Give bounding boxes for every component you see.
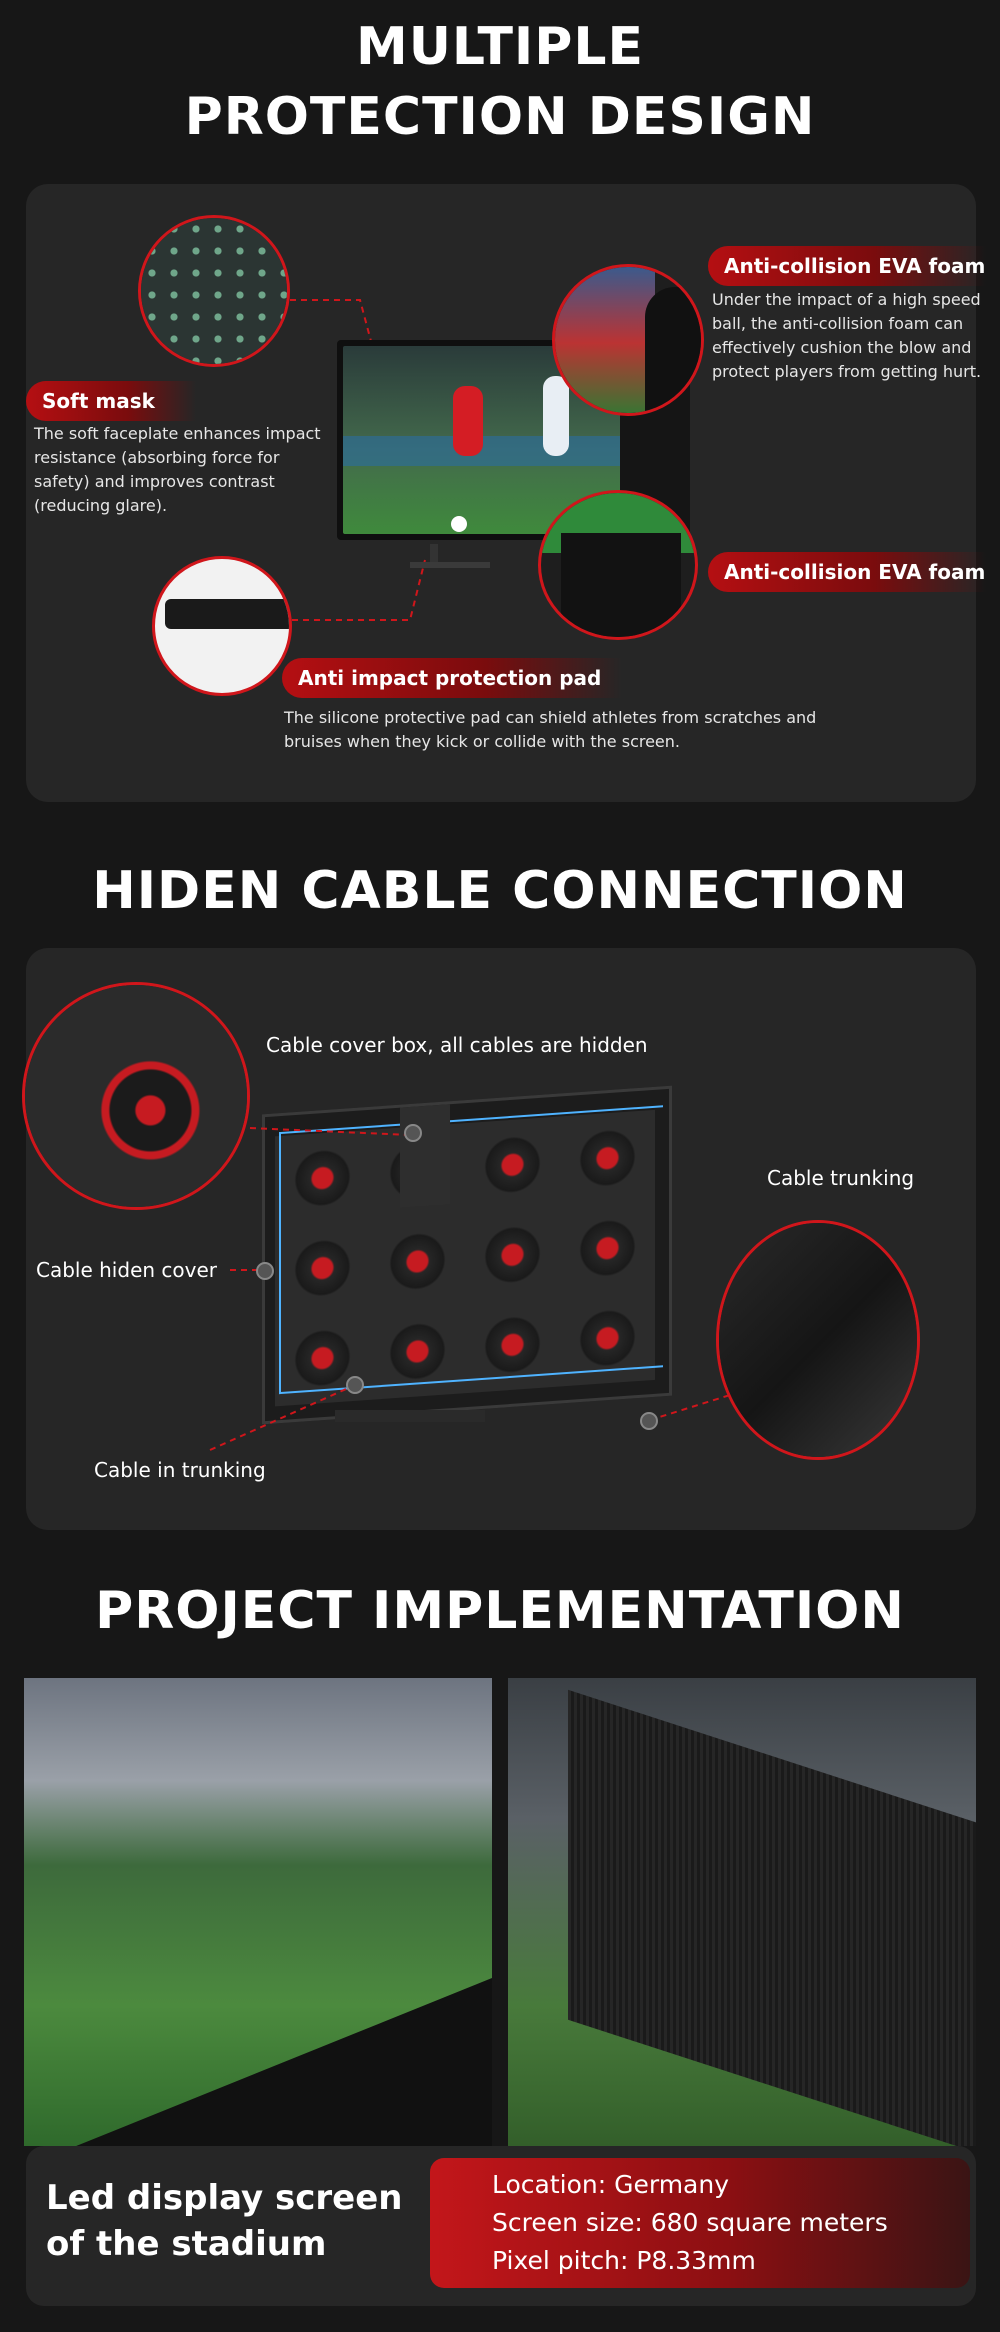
project-info-box [430,2158,970,2288]
pad-shape [165,599,289,629]
cable-connector-lines [209,1127,731,1451]
section3-title: PROJECT IMPLEMENTATION [95,1581,905,1641]
label-trunking: Cable trunking [767,1166,915,1190]
screen-stand-base [410,562,490,568]
project-screen-size: Screen size: 680 square meters [492,2208,888,2237]
player-red [453,386,483,456]
project-photo-left [24,1678,492,2146]
marker-in-trunking [346,1376,364,1394]
eva-top-screen [555,267,655,413]
soft-mask-label: Soft mask [26,381,196,421]
section2-title: HIDEN CABLE CONNECTION [92,861,908,921]
caption-line2: of the stadium [46,2224,327,2264]
eva-top-label: Anti-collision EVA foam [708,246,986,286]
caption-line1: Led display screen [46,2178,403,2218]
section1-title-line2: PROTECTION DESIGN [184,87,816,147]
protection-connector-lines [290,299,426,621]
left-photo-led-row [24,1978,492,2146]
soft-mask-desc: The soft faceplate enhances impact resis… [34,424,321,515]
project-pixel-pitch: Pixel pitch: P8.33mm [492,2246,756,2275]
pad-desc-line2: bruises when they kick or collide with t… [284,732,680,751]
screen-stand-left [430,544,438,564]
label-in-trunking: Cable in trunking [94,1458,266,1482]
ball [451,516,467,532]
pad-desc-line1: The silicone protective pad can shield a… [284,708,817,727]
project-location: Location: Germany [492,2170,730,2199]
screen-ad-board [343,436,631,466]
cable-trunking-zoom-image [719,1223,917,1457]
pad-zoom [152,556,292,696]
eva-top-zoom [552,264,704,416]
marker-trunking [640,1412,658,1430]
eva-bottom-zoom [538,490,698,640]
cabinet-stand [335,1410,485,1422]
soft-mask-pixels [141,218,287,364]
project-photo-right [508,1678,976,2146]
label-hiden-cover: Cable hiden cover [36,1258,217,1282]
marker-hiden-cover [256,1262,274,1280]
eva-top-desc: Under the impact of a high speed ball, t… [712,290,982,381]
cable-trunking-zoom [716,1220,920,1460]
eva-bottom-label: Anti-collision EVA foam [708,552,986,592]
cable-cover-zoom-image [25,985,247,1207]
section1-title-line1: MULTIPLE [355,17,645,77]
eva-top-foam [645,287,701,413]
soft-mask-zoom [138,215,290,367]
pad-label: Anti impact protection pad [282,658,622,698]
label-cover-box: Cable cover box, all cables are hidden [266,1033,648,1057]
right-photo-led-wall [568,1689,976,2146]
eva-bottom-foam [561,533,681,637]
marker-cover-box [404,1124,422,1142]
cable-cover-zoom [22,982,250,1210]
